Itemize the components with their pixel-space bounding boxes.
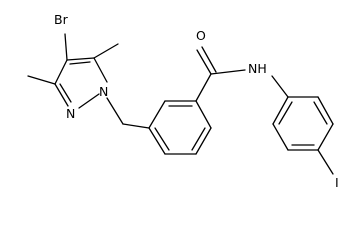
- bond-n-aryl: [271, 75, 289, 98]
- bond-c5-c4: [66, 57, 95, 61]
- bond-lines: [27, 33, 334, 175]
- bond-c3-methyl: [27, 75, 56, 85]
- bond-carbonyl-n: [210, 69, 246, 75]
- bond-b6-b1: [148, 127, 166, 155]
- bond-a5-a6: [272, 123, 289, 151]
- bond-c5-methyl: [93, 43, 119, 59]
- bond-benzene-carbonyl: [195, 73, 212, 102]
- bond-n2-n1: [78, 93, 100, 109]
- bond-b6-b1-double: [154, 127, 170, 151]
- bond-n1-c5: [93, 57, 108, 83]
- bond-aryl-i: [317, 149, 334, 175]
- bond-ch2-benzene: [122, 123, 150, 129]
- bond-a6-a1: [272, 96, 289, 125]
- pyrazole-n1-label: N: [99, 84, 108, 99]
- bond-carbonyl-o-double: [201, 46, 217, 73]
- bond-carbonyl-o: [196, 49, 212, 75]
- bond-a2-a3: [317, 96, 334, 125]
- bond-c4-c3: [54, 59, 68, 85]
- bond-b4-b5: [195, 127, 212, 155]
- bond-b3-b4: [195, 100, 212, 129]
- bromine-atom-label: Br: [54, 12, 69, 27]
- bond-a2-a3-double: [313, 101, 328, 125]
- bond-a3-a4: [317, 123, 334, 151]
- chemical-structure-diagram: Br N N O NH I: [27, 12, 339, 190]
- amide-nh-label: NH: [248, 61, 267, 76]
- bond-a6-a1-double: [278, 101, 293, 125]
- bond-n1-ch2: [106, 97, 124, 125]
- bond-b4-b5-double: [191, 127, 206, 151]
- oxygen-atom-label: O: [196, 28, 206, 43]
- iodine-atom-label: I: [335, 175, 339, 190]
- bond-b1-b2: [148, 100, 166, 129]
- atom-labels: Br N N O NH I: [54, 12, 339, 190]
- bond-c5-c4-double: [69, 61, 91, 65]
- bond-c4-br: [64, 33, 68, 61]
- pyrazole-n2-label: N: [66, 106, 75, 121]
- bond-c3-n2: [54, 83, 69, 107]
- bond-c3-n2-double: [59, 83, 72, 103]
